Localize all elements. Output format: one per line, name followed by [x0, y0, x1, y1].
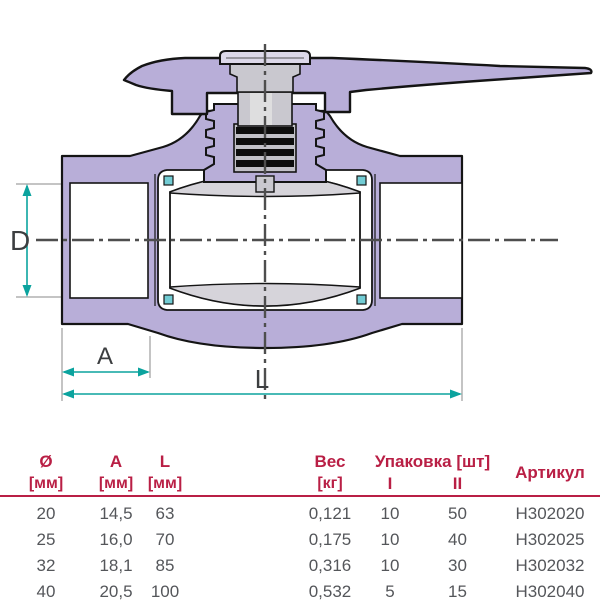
stem-shaft-highlight [250, 93, 272, 125]
seal-top-right [356, 175, 367, 186]
header-weight: Вес [314, 452, 346, 471]
table-row: 32 18,1 85 0,316 10 30 H302032 [0, 553, 600, 579]
dimension-d-label: D [10, 225, 30, 256]
header-l: L [159, 452, 171, 471]
cell-pack-ii: 15 [448, 582, 467, 600]
dimension-l: L [62, 328, 463, 401]
cell-pack-i: 5 [385, 582, 395, 600]
cell-pack-i: 10 [380, 556, 400, 575]
cell-pack-i: 10 [380, 530, 400, 549]
cell-article: H302040 [515, 582, 585, 600]
header-article: Артикул [515, 463, 585, 482]
cell-pack-i: 10 [380, 504, 400, 523]
cell-diameter: 20 [36, 504, 56, 523]
cell-article: H302020 [515, 504, 585, 523]
table-header: Ø A L Вес Упаковка [шт] Артикул [мм] [мм… [0, 443, 600, 497]
specification-table: Ø A L Вес Упаковка [шт] Артикул [мм] [мм… [0, 443, 600, 600]
cell-a: 14,5 [99, 504, 133, 523]
dimension-a: A [61, 328, 151, 401]
seat-seals [163, 175, 367, 305]
cell-article: H302025 [515, 530, 585, 549]
table-row: 40 20,5 100 0,532 5 15 H302040 [0, 579, 600, 600]
valve-technical-drawing: D A L [10, 44, 593, 402]
table-row: 20 14,5 63 0,121 10 50 H302020 [0, 501, 600, 527]
cell-weight: 0,121 [308, 504, 352, 523]
header-unit-mm: [мм] [147, 475, 183, 492]
cell-pack-ii: 50 [448, 504, 467, 523]
header-diameter: Ø [39, 452, 53, 471]
cell-l: 85 [155, 556, 175, 575]
cell-weight: 0,532 [308, 582, 352, 600]
cell-diameter: 40 [36, 582, 56, 600]
cell-article: H302032 [515, 556, 585, 575]
cell-l: 70 [155, 530, 175, 549]
seal-top-left [163, 175, 174, 186]
cell-weight: 0,316 [308, 556, 352, 575]
cell-diameter: 32 [36, 556, 56, 575]
cell-l: 63 [155, 504, 175, 523]
cell-diameter: 25 [36, 530, 56, 549]
header-packing: Упаковка [шт] [374, 452, 491, 471]
header-unit-mm: [мм] [98, 475, 134, 492]
seal-bottom-right [356, 294, 367, 305]
cell-a: 20,5 [99, 582, 133, 600]
centerlines [36, 44, 558, 402]
cell-a: 16,0 [99, 530, 133, 549]
cell-l: 100 [150, 582, 180, 600]
header-a: A [109, 452, 123, 471]
header-unit-kg: [кг] [317, 475, 343, 492]
dimension-l-label: L [255, 364, 269, 394]
stem-shoulder [229, 63, 301, 93]
handle-lever [122, 56, 593, 116]
header-packing-i: I [387, 474, 393, 493]
table-body: 20 14,5 63 0,121 10 50 H302020 25 16,0 7… [0, 497, 600, 600]
cell-a: 18,1 [99, 556, 133, 575]
table-row: 25 16,0 70 0,175 10 40 H302025 [0, 527, 600, 553]
ball-bottom-shading [169, 282, 361, 307]
dimension-d: D [10, 183, 61, 298]
cell-pack-ii: 30 [448, 556, 467, 575]
header-packing-ii: II [452, 474, 463, 493]
cell-pack-ii: 40 [448, 530, 467, 549]
cell-weight: 0,175 [308, 530, 352, 549]
seal-bottom-left [163, 294, 174, 305]
header-unit-mm: [мм] [28, 475, 64, 492]
dimension-a-label: A [97, 343, 113, 370]
